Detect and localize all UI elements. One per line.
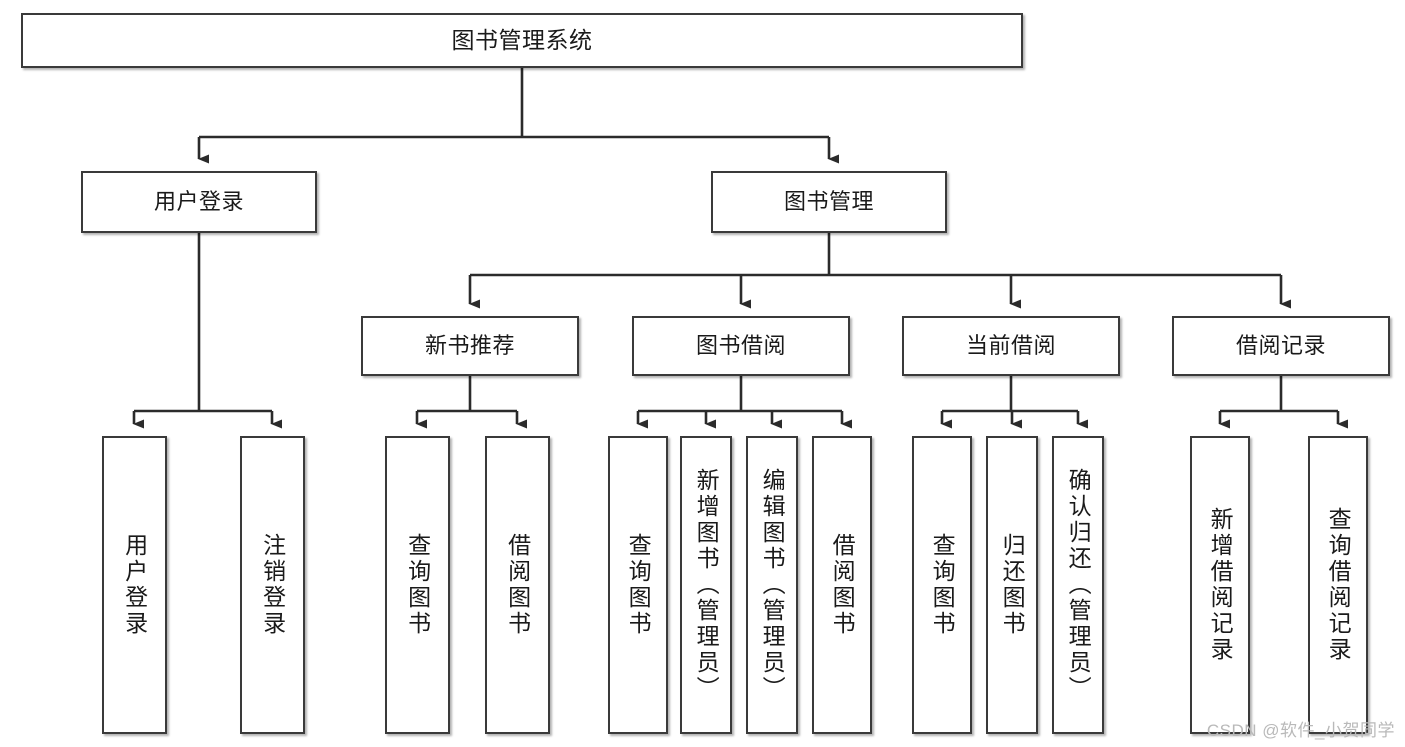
- leaf-borrow-edit-book-admin[interactable]: 编辑图书（管理员）: [746, 436, 798, 734]
- leaf-recommend-query-book[interactable]: 查询图书: [385, 436, 450, 734]
- leaf-recommend-borrow-book[interactable]: 借阅图书: [485, 436, 550, 734]
- node-label: 图书管理系统: [451, 26, 593, 53]
- node-label: 查询图书: [404, 533, 431, 637]
- node-label: 用户登录: [153, 189, 244, 215]
- node-label: 新增图书（管理员）: [693, 468, 720, 702]
- node-borrow-record[interactable]: 借阅记录: [1172, 316, 1390, 376]
- leaf-user-login[interactable]: 用户登录: [102, 436, 167, 734]
- node-label: 新书推荐: [424, 333, 515, 359]
- leaf-borrow-add-book-admin[interactable]: 新增图书（管理员）: [680, 436, 732, 734]
- leaf-borrow-query-book[interactable]: 查询图书: [608, 436, 668, 734]
- leaf-record-query-borrow-record[interactable]: 查询借阅记录: [1308, 436, 1368, 734]
- leaf-current-return-book[interactable]: 归还图书: [986, 436, 1038, 734]
- node-book-manage[interactable]: 图书管理: [711, 171, 947, 233]
- node-label: 图书借阅: [695, 333, 786, 359]
- csdn-watermark: CSDN @软件_小贺同学: [1206, 721, 1395, 740]
- node-label: 用户登录: [121, 533, 148, 637]
- node-label: 查询图书: [929, 533, 956, 637]
- node-label: 查询图书: [625, 533, 652, 637]
- node-label: 注销登录: [259, 533, 286, 637]
- node-label: 借阅记录: [1235, 333, 1326, 359]
- node-label: 借阅图书: [504, 533, 531, 637]
- node-label: 确认归还（管理员）: [1065, 468, 1092, 702]
- node-label: 图书管理: [783, 189, 874, 215]
- leaf-user-logout[interactable]: 注销登录: [240, 436, 305, 734]
- node-label: 借阅图书: [829, 533, 856, 637]
- node-label: 新增借阅记录: [1207, 507, 1234, 663]
- node-label: 归还图书: [999, 533, 1026, 637]
- leaf-record-add-borrow-record[interactable]: 新增借阅记录: [1190, 436, 1250, 734]
- node-label: 当前借阅: [965, 333, 1056, 359]
- leaf-borrow-borrow-book[interactable]: 借阅图书: [812, 436, 872, 734]
- node-user-login[interactable]: 用户登录: [81, 171, 317, 233]
- leaf-current-query-book[interactable]: 查询图书: [912, 436, 972, 734]
- node-current-borrow[interactable]: 当前借阅: [902, 316, 1120, 376]
- node-root-system[interactable]: 图书管理系统: [21, 13, 1023, 68]
- node-label: 查询借阅记录: [1325, 507, 1352, 663]
- leaf-current-confirm-return-admin[interactable]: 确认归还（管理员）: [1052, 436, 1104, 734]
- node-label: 编辑图书（管理员）: [759, 468, 786, 702]
- node-new-book-recommend[interactable]: 新书推荐: [361, 316, 579, 376]
- node-book-borrow[interactable]: 图书借阅: [632, 316, 850, 376]
